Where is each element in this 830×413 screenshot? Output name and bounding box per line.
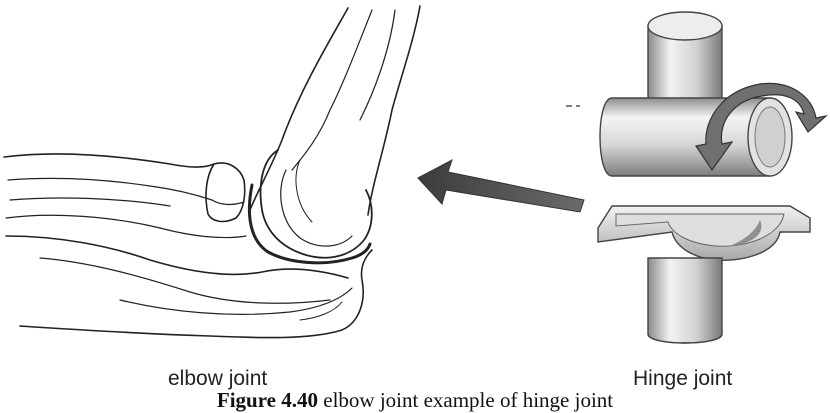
bottom-vertical-cylinder <box>647 257 723 344</box>
saddle-groove <box>615 213 785 247</box>
saddle-groove-shadow <box>730 220 762 246</box>
figure-caption-text: elbow joint example of hinge joint <box>318 388 614 412</box>
upper-arm-outline-right <box>367 5 421 216</box>
forearm-line-3 <box>5 214 247 239</box>
elbow-crease <box>299 301 343 321</box>
forearm-lower-line <box>39 257 331 304</box>
humerus-condyle <box>259 149 373 259</box>
upper-arm-outline <box>249 7 349 211</box>
ulna-curve <box>247 183 372 265</box>
humerus-condyle-inner-2 <box>295 159 313 223</box>
elbow-joint-label: elbow joint <box>168 367 268 390</box>
bottom-cylinder-base <box>647 333 723 344</box>
figure-number: Figure 4.40 <box>216 388 318 412</box>
elbow-skin-lower <box>19 249 373 339</box>
forearm-bottom <box>5 235 349 279</box>
elbow-arm-drawing <box>3 5 421 339</box>
forearm-top <box>3 153 215 168</box>
radius-neck <box>211 199 245 206</box>
figure-caption: Figure 4.40 elbow joint example of hinge… <box>0 388 830 413</box>
humerus-condyle-inner <box>280 169 353 247</box>
forearm-line-2 <box>9 197 171 207</box>
direction-arrow <box>417 158 585 213</box>
hinge-joint-label: Hinge joint <box>633 367 733 390</box>
radius-head <box>205 162 246 223</box>
rotation-arrow-icon <box>695 82 829 172</box>
forearm-line-1 <box>7 177 213 201</box>
hinge-joint-model <box>597 11 829 344</box>
humerus-shaft-line-2 <box>359 9 396 121</box>
humerus-shaft-line <box>291 9 373 171</box>
horizontal-cylinder-end-inner <box>754 106 786 168</box>
elbow-skin-mid <box>119 287 353 315</box>
horizontal-cylinder <box>599 97 771 177</box>
top-cylinder-cap <box>647 11 723 41</box>
